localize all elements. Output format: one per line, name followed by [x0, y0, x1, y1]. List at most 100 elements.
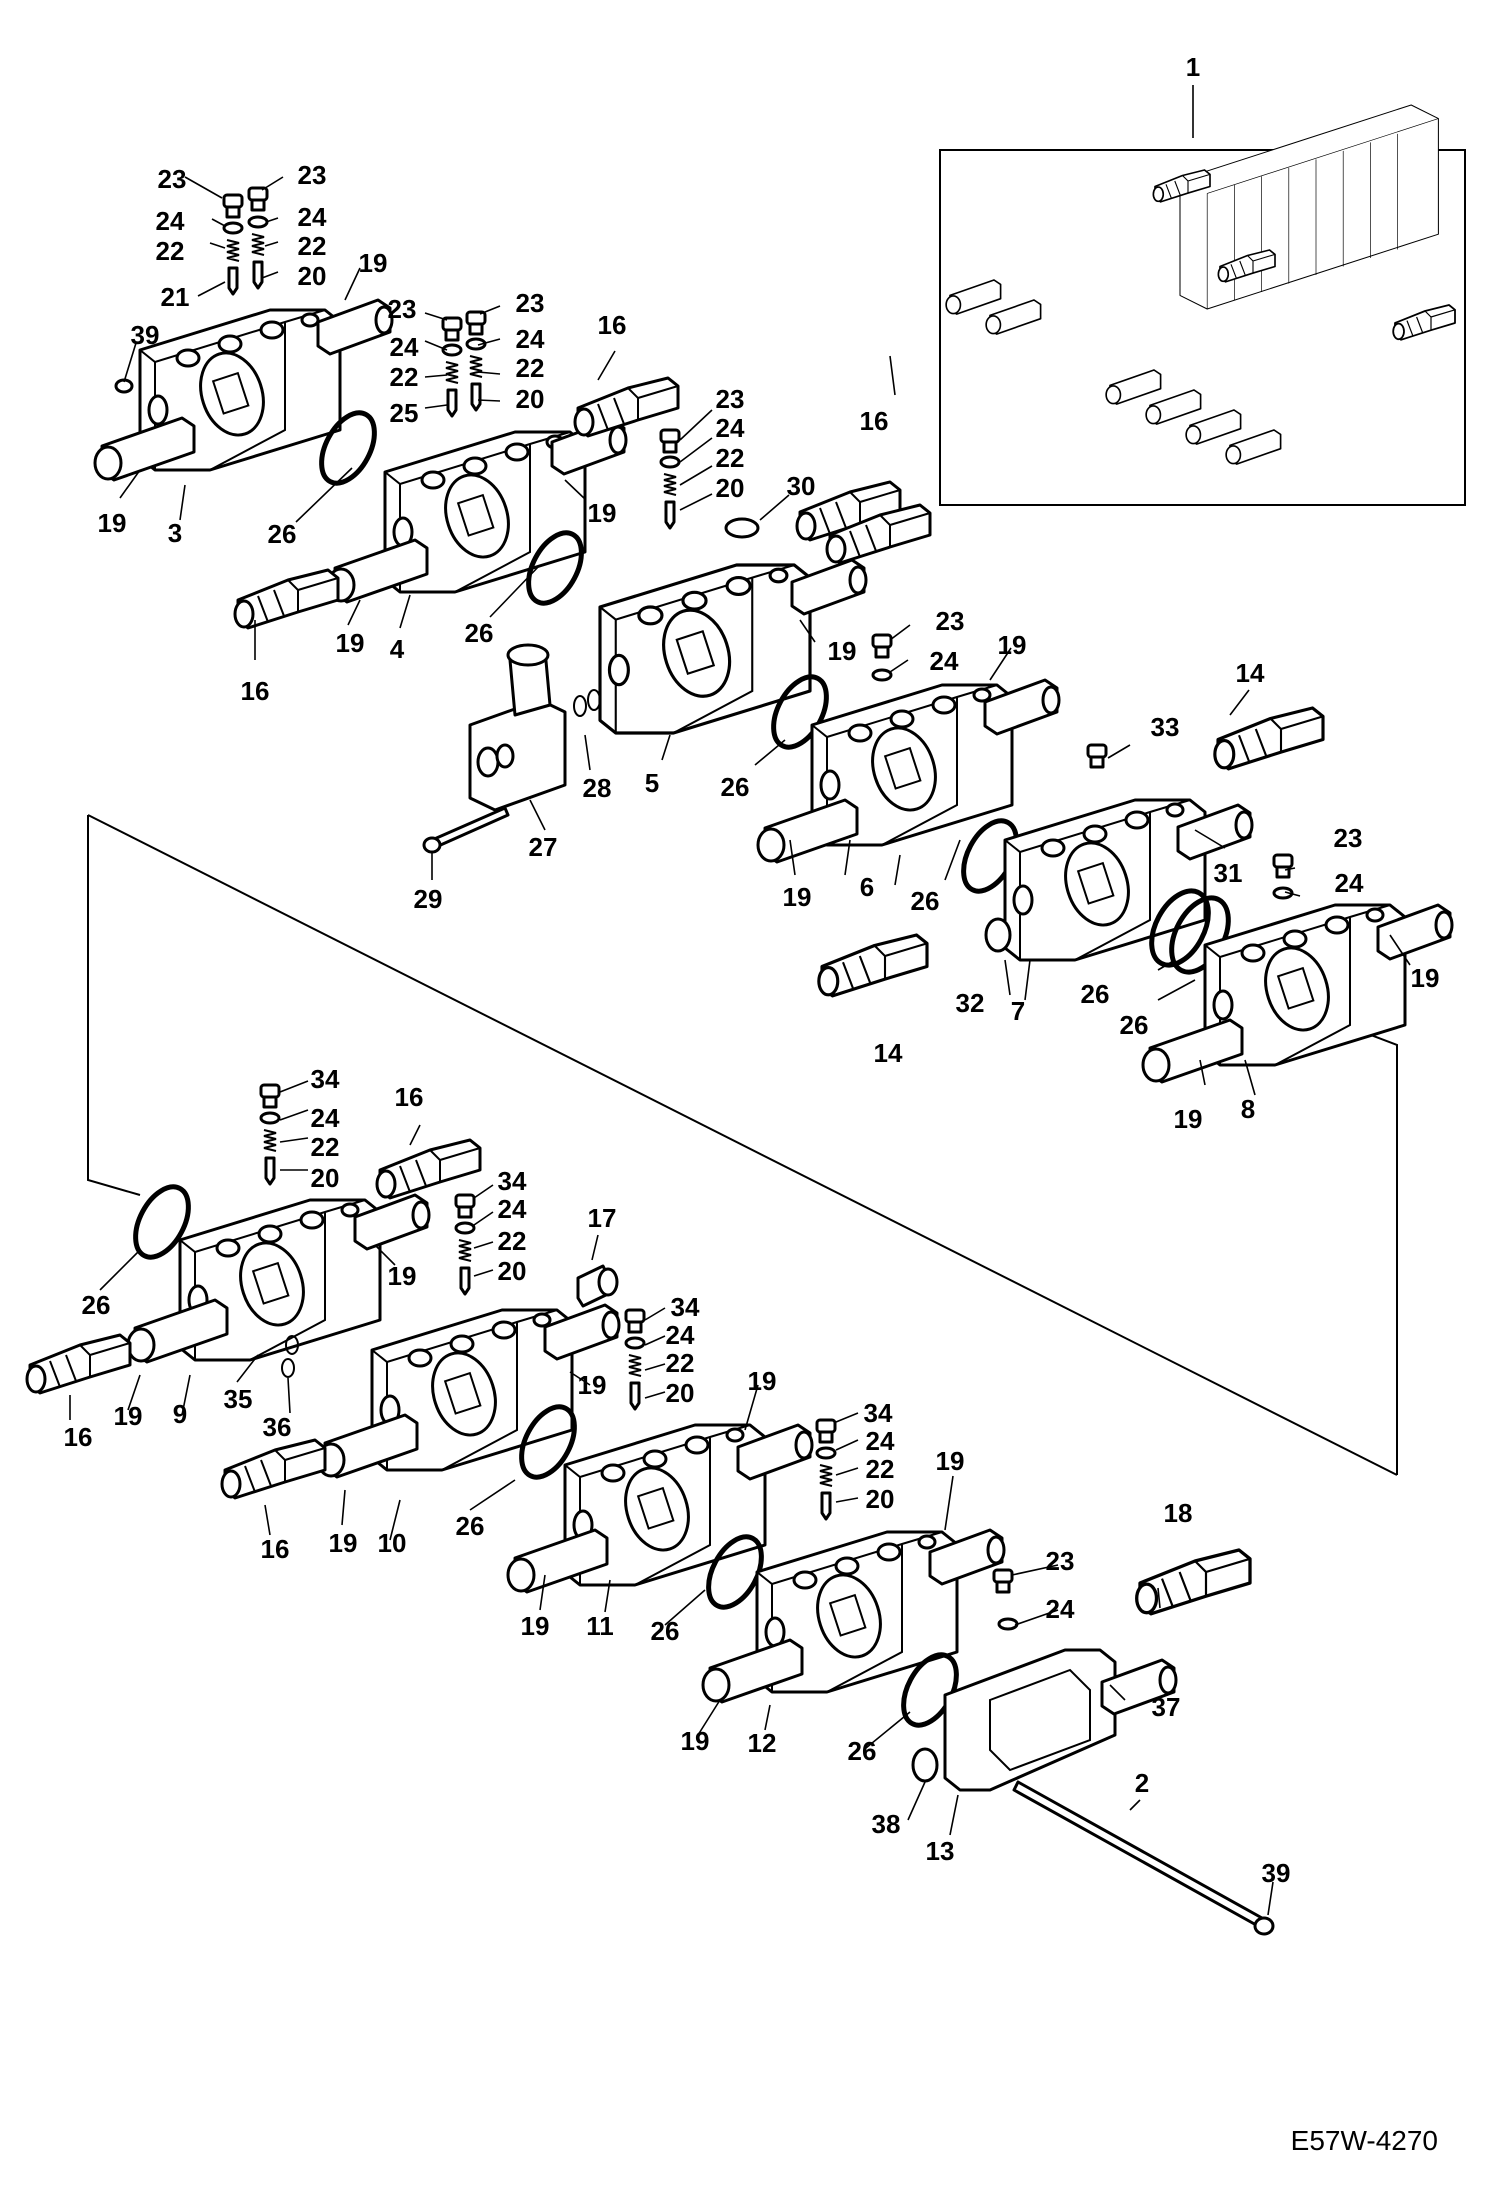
callout-label: 20: [498, 1256, 527, 1286]
callout-label: 22: [311, 1132, 340, 1162]
callout-label: 26: [465, 618, 494, 648]
callout-label: 10: [378, 1528, 407, 1558]
callout-label: 23: [516, 288, 545, 318]
callout-label: 24: [156, 206, 185, 236]
drawing-code: E57W-4270: [1291, 2125, 1438, 2156]
callout-label: 23: [716, 384, 745, 414]
o-ring-26: [319, 410, 377, 486]
callout-label: 23: [936, 606, 965, 636]
callout-label: 19: [329, 1528, 358, 1558]
callout-label: 29: [414, 884, 443, 914]
callout-label: 33: [1151, 712, 1180, 742]
callout-label: 19: [998, 630, 1027, 660]
callout-label: 24: [866, 1426, 895, 1456]
callout-label: 19: [1411, 963, 1440, 993]
callout-label: 4: [390, 634, 405, 664]
o-ring-26: [706, 1534, 764, 1610]
leader-lines: [69, 176, 1411, 1916]
callout-label: 19: [783, 882, 812, 912]
o-ring-26: [133, 1184, 191, 1260]
callout-label: 24: [1046, 1594, 1075, 1624]
end-cover-13: [911, 1548, 1252, 1792]
callout-label: 22: [156, 236, 185, 266]
plug-33: [1086, 743, 1108, 769]
callout-label: 20: [866, 1484, 895, 1514]
callout-label: 20: [298, 261, 327, 291]
callout-label: 28: [583, 773, 612, 803]
valve-section-8: [1141, 903, 1454, 1084]
valve-section-10: [220, 1264, 621, 1500]
callout-label: 24: [516, 324, 545, 354]
callout-label: 19: [359, 248, 388, 278]
callout-label: 26: [848, 1736, 877, 1766]
callout-label: 3: [168, 518, 182, 548]
callout-label: 19: [748, 1366, 777, 1396]
callout-label: 16: [261, 1534, 290, 1564]
callout-label: 23: [1334, 823, 1363, 853]
callout-label: 22: [498, 1226, 527, 1256]
callout-labels: 1 23 23 24 24 22 22 20 21 19 39 19 3 23 …: [64, 52, 1440, 1888]
callout-label: 22: [866, 1454, 895, 1484]
callout-label: 19: [936, 1446, 965, 1476]
callout-label: 26: [911, 886, 940, 916]
callout-label: 36: [263, 1412, 292, 1442]
callout-label: 7: [1011, 996, 1025, 1026]
stack-section-4-a: [441, 316, 463, 418]
callout-label: 26: [651, 1616, 680, 1646]
stack-section-3-b: [247, 186, 269, 290]
callout-label: 19: [114, 1401, 143, 1431]
callout-label: 26: [1120, 1010, 1149, 1040]
callout-label: 22: [298, 231, 327, 261]
o-ring-36: [281, 1358, 295, 1378]
assembly-inset: [939, 85, 1466, 506]
callout-label: 19: [388, 1261, 417, 1291]
stack-section-6: [871, 633, 893, 682]
callout-label: 34: [498, 1166, 527, 1196]
callout-label: 34: [671, 1292, 700, 1322]
callout-label: 37: [1152, 1692, 1181, 1722]
callout-label: 26: [268, 519, 297, 549]
callout-label: 14: [874, 1038, 903, 1068]
callout-label: 23: [388, 294, 417, 324]
callout-label: 19: [681, 1726, 710, 1756]
callout-label: 19: [828, 636, 857, 666]
callout-label: 20: [716, 473, 745, 503]
callout-label: 26: [721, 772, 750, 802]
callout-label: 16: [598, 310, 627, 340]
callout-label: 24: [1335, 868, 1364, 898]
valve-section-5: [598, 480, 932, 735]
valve-section-11: [506, 1423, 814, 1594]
callout-label: 18: [1164, 1498, 1193, 1528]
callout-label: 19: [588, 498, 617, 528]
callout-label: 8: [1241, 1094, 1255, 1124]
callout-label: 20: [516, 384, 545, 414]
callout-label: 39: [131, 320, 160, 350]
callout-label: 17: [588, 1203, 617, 1233]
stack-section-11: [624, 1308, 646, 1411]
valve-section-7: [817, 706, 1325, 998]
stack-section-8: [1272, 853, 1294, 900]
callout-label: 35: [224, 1384, 253, 1414]
stack-section-9: [259, 1083, 281, 1186]
o-ring-35: [285, 1335, 299, 1355]
callout-label: 1: [1186, 52, 1200, 82]
callout-label: 24: [390, 332, 419, 362]
fitting-32: [984, 917, 1012, 953]
plug-30: [724, 517, 760, 539]
stack-section-10: [454, 1193, 476, 1296]
callout-label: 13: [926, 1836, 955, 1866]
callout-label: 24: [666, 1320, 695, 1350]
callout-label: 34: [864, 1398, 893, 1428]
callout-label: 11: [586, 1611, 614, 1641]
callout-label: 21: [161, 282, 190, 312]
callout-label: 16: [64, 1422, 93, 1452]
callout-label: 9: [173, 1399, 187, 1429]
callout-label: 20: [666, 1378, 695, 1408]
callout-label: 19: [578, 1370, 607, 1400]
callout-label: 24: [298, 202, 327, 232]
fitting-38: [911, 1747, 939, 1783]
callout-label: 23: [1046, 1546, 1075, 1576]
stack-section-3-a: [222, 193, 244, 296]
callout-label: 23: [298, 160, 327, 190]
